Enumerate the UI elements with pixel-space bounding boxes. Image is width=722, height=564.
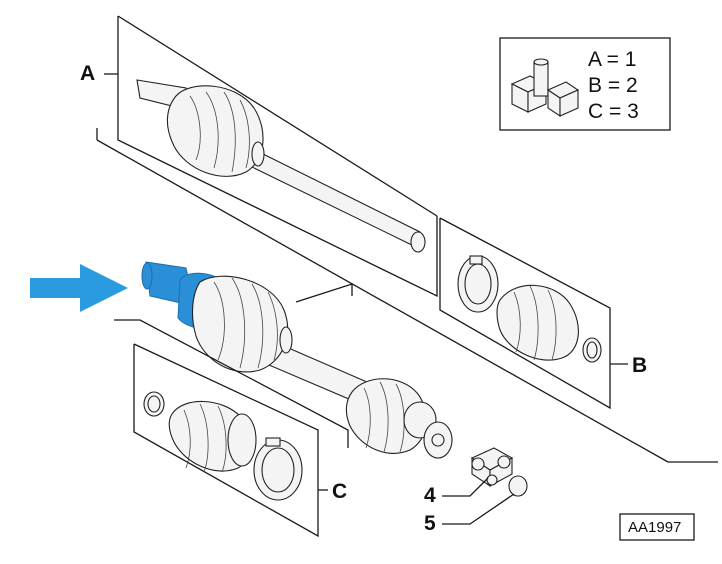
direction-arrow-icon [30,264,128,312]
panel-c [114,319,349,538]
clamp-b-small [582,337,602,363]
box-icon [510,58,580,118]
quantity-legend: A = 1 B = 2 C = 3 [499,37,671,131]
clamp-b-large [457,255,499,313]
part-4-tripod [470,447,514,488]
reference-code-box: AA1997 [619,513,695,541]
clamp-c-small [143,391,165,417]
callout-b: B [632,354,647,377]
legend-row-a: A = 1 [588,48,636,71]
boot-c [168,400,257,473]
callout-4: 4 [424,484,436,507]
axle-shaft-a [136,79,426,253]
panel-a [96,15,718,463]
legend-row-c: C = 3 [588,100,639,123]
panel-b [439,217,628,410]
callout-a: A [80,62,95,85]
reference-code: AA1997 [628,519,681,536]
clamp-c-large [253,437,303,501]
callout-c: C [332,480,347,503]
part-5-circlip [508,475,528,497]
boot-b [496,284,579,361]
legend-row-b: B = 2 [588,74,638,97]
callout-5: 5 [424,512,436,535]
main-assembly [141,261,453,459]
